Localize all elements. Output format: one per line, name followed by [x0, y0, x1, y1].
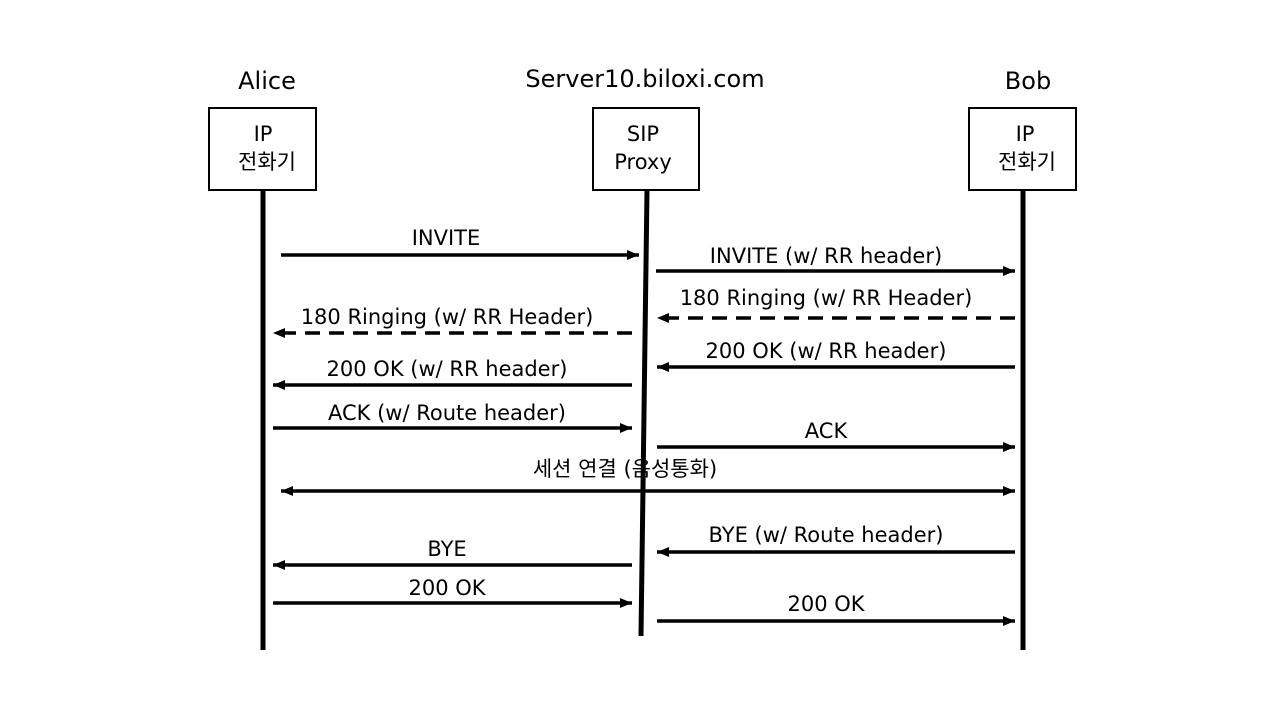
bob-box: IP 전화기: [968, 107, 1077, 191]
server-box-line2: Proxy: [614, 150, 672, 174]
msg-bye-2-label: BYE: [427, 537, 466, 561]
bob-title: Bob: [1005, 67, 1051, 95]
msg-ok-1: 200 OK (w/ RR header): [657, 339, 1015, 372]
bob-box-line1: IP: [1016, 122, 1035, 146]
msg-ok200-1-label: 200 OK: [408, 576, 486, 600]
alice-box-line2: 전화기: [238, 150, 296, 174]
msg-ok200-1: 200 OK: [273, 576, 632, 608]
msg-invite-2: INVITE (w/ RR header): [656, 244, 1015, 276]
msg-ack-1-label: ACK (w/ Route header): [328, 401, 566, 425]
msg-ringing-2-label: 180 Ringing (w/ RR Header): [301, 305, 594, 329]
msg-ack-1: ACK (w/ Route header): [273, 401, 632, 433]
alice-box-line1: IP: [254, 122, 273, 146]
msg-bye-2: BYE: [273, 537, 632, 570]
msg-ok-1-label: 200 OK (w/ RR header): [706, 339, 947, 363]
msg-bye-1-label: BYE (w/ Route header): [709, 523, 944, 547]
alice-box: IP 전화기: [208, 107, 317, 191]
msg-session: 세션 연결 (음성통화): [281, 457, 1015, 496]
msg-invite-1: INVITE: [281, 226, 639, 260]
msg-ok-2: 200 OK (w/ RR header): [273, 357, 632, 390]
msg-ok-2-label: 200 OK (w/ RR header): [327, 357, 568, 381]
msg-invite-2-label: INVITE (w/ RR header): [710, 244, 942, 268]
msg-ringing-1: 180 Ringing (w/ RR Header): [657, 286, 1015, 323]
server-title: Server10.biloxi.com: [525, 65, 764, 93]
server-lifeline: [638, 189, 650, 637]
msg-session-label: 세션 연결 (음성통화): [533, 457, 717, 481]
alice-title: Alice: [238, 67, 296, 95]
msg-ringing-2: 180 Ringing (w/ RR Header): [273, 305, 632, 338]
msg-bye-1: BYE (w/ Route header): [657, 523, 1015, 557]
bob-box-line2: 전화기: [998, 150, 1056, 174]
msg-ok200-2-label: 200 OK: [787, 592, 865, 616]
msg-ack-2-label: ACK: [805, 419, 849, 443]
server-box: SIP Proxy: [592, 107, 700, 191]
msg-invite-1-label: INVITE: [412, 226, 481, 250]
msg-ok200-2: 200 OK: [657, 592, 1015, 626]
server-box-line1: SIP: [627, 122, 659, 146]
msg-ringing-1-label: 180 Ringing (w/ RR Header): [680, 286, 973, 310]
msg-ack-2: ACK: [657, 419, 1015, 452]
